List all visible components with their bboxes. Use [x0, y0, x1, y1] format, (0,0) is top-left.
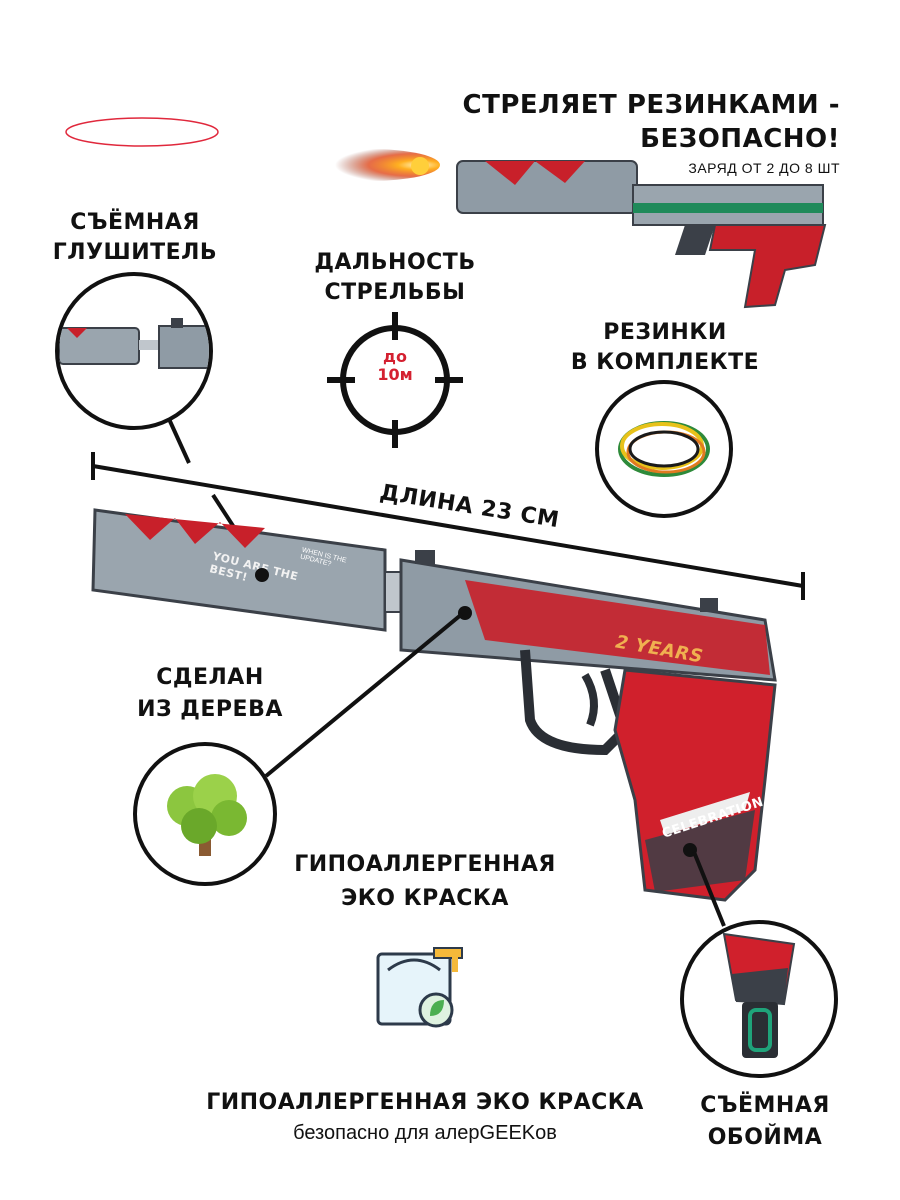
wood-circle	[133, 742, 277, 886]
bands-label-line2: В КОМПЛЕКТЕ	[570, 350, 760, 375]
silencer-pointer-dot	[255, 568, 269, 582]
wood-pointer-line	[264, 612, 464, 778]
main-pistol-image	[91, 508, 777, 902]
silencer-label-line2: ГЛУШИТЕЛЬ	[52, 240, 218, 265]
magazine-label: СЪЁМНАЯ ОБОЙМА	[665, 1090, 865, 1154]
magazine-label-line1: СЪЁМНАЯ	[700, 1093, 830, 1118]
range-value-line1: до	[383, 347, 407, 366]
headline-line1: СТРЕЛЯЕТ РЕЗИНКАМИ -	[462, 90, 840, 120]
paint-label: ГИПОАЛЛЕРГЕННАЯ ЭКО КРАСКА	[280, 848, 570, 916]
range-value-line2: 10м	[377, 365, 413, 384]
paint-label-line1: ГИПОАЛЛЕРГЕННАЯ	[294, 852, 556, 877]
target-icon	[327, 312, 463, 448]
bands-label-line1: РЕЗИНКИ	[603, 320, 727, 345]
wood-label-line2: ИЗ ДЕРЕВА	[137, 697, 283, 722]
silencer-label-line1: СЪЁМНАЯ	[70, 210, 200, 235]
magazine-pointer-line	[692, 851, 726, 927]
tree-icon	[167, 774, 247, 856]
rubber-band-ring-icon	[65, 117, 219, 147]
range-label-line1: ДАЛЬНОСТЬ	[314, 250, 476, 275]
range-label-line2: СТРЕЛЬБЫ	[324, 280, 466, 305]
headline: СТРЕЛЯЕТ РЕЗИНКАМИ - БЕЗОПАСНО!	[440, 88, 840, 156]
silencer-detail-circle	[55, 272, 213, 430]
silencer-label: СЪЁМНАЯ ГЛУШИТЕЛЬ	[40, 208, 230, 268]
eco-paint-bucket-icon	[376, 947, 463, 1028]
magazine-circle	[680, 920, 838, 1078]
headline-line2: БЕЗОПАСНО!	[640, 124, 840, 154]
magazine-label-line2: ОБОЙМА	[707, 1125, 823, 1150]
small-pistol-image	[456, 160, 827, 309]
range-label: ДАЛЬНОСТЬ СТРЕЛЬБЫ	[295, 248, 495, 308]
silencer-detail-icon	[59, 318, 209, 369]
muzzle-flash-icon	[300, 149, 440, 181]
wood-label-line1: СДЕЛАН	[156, 665, 264, 690]
rubber-bands-circle	[595, 380, 733, 518]
headline-sub: ЗАРЯД ОТ 2 ДО 8 ШТ	[688, 160, 840, 176]
magazine-icon	[722, 932, 796, 1058]
paint-label-line2: ЭКО КРАСКА	[341, 886, 509, 911]
length-measure-line	[91, 452, 805, 600]
footer-title: ГИПОАЛЛЕРГЕННАЯ ЭКО КРАСКА	[206, 1090, 644, 1115]
rubber-bands-icon	[618, 421, 710, 477]
range-value: до 10м	[355, 348, 435, 384]
bands-label: РЕЗИНКИ В КОМПЛЕКТЕ	[555, 318, 775, 378]
footer-subtitle: безопасно для алерGEEKов	[293, 1122, 557, 1144]
wood-label: СДЕЛАН ИЗ ДЕРЕВА	[110, 662, 310, 726]
